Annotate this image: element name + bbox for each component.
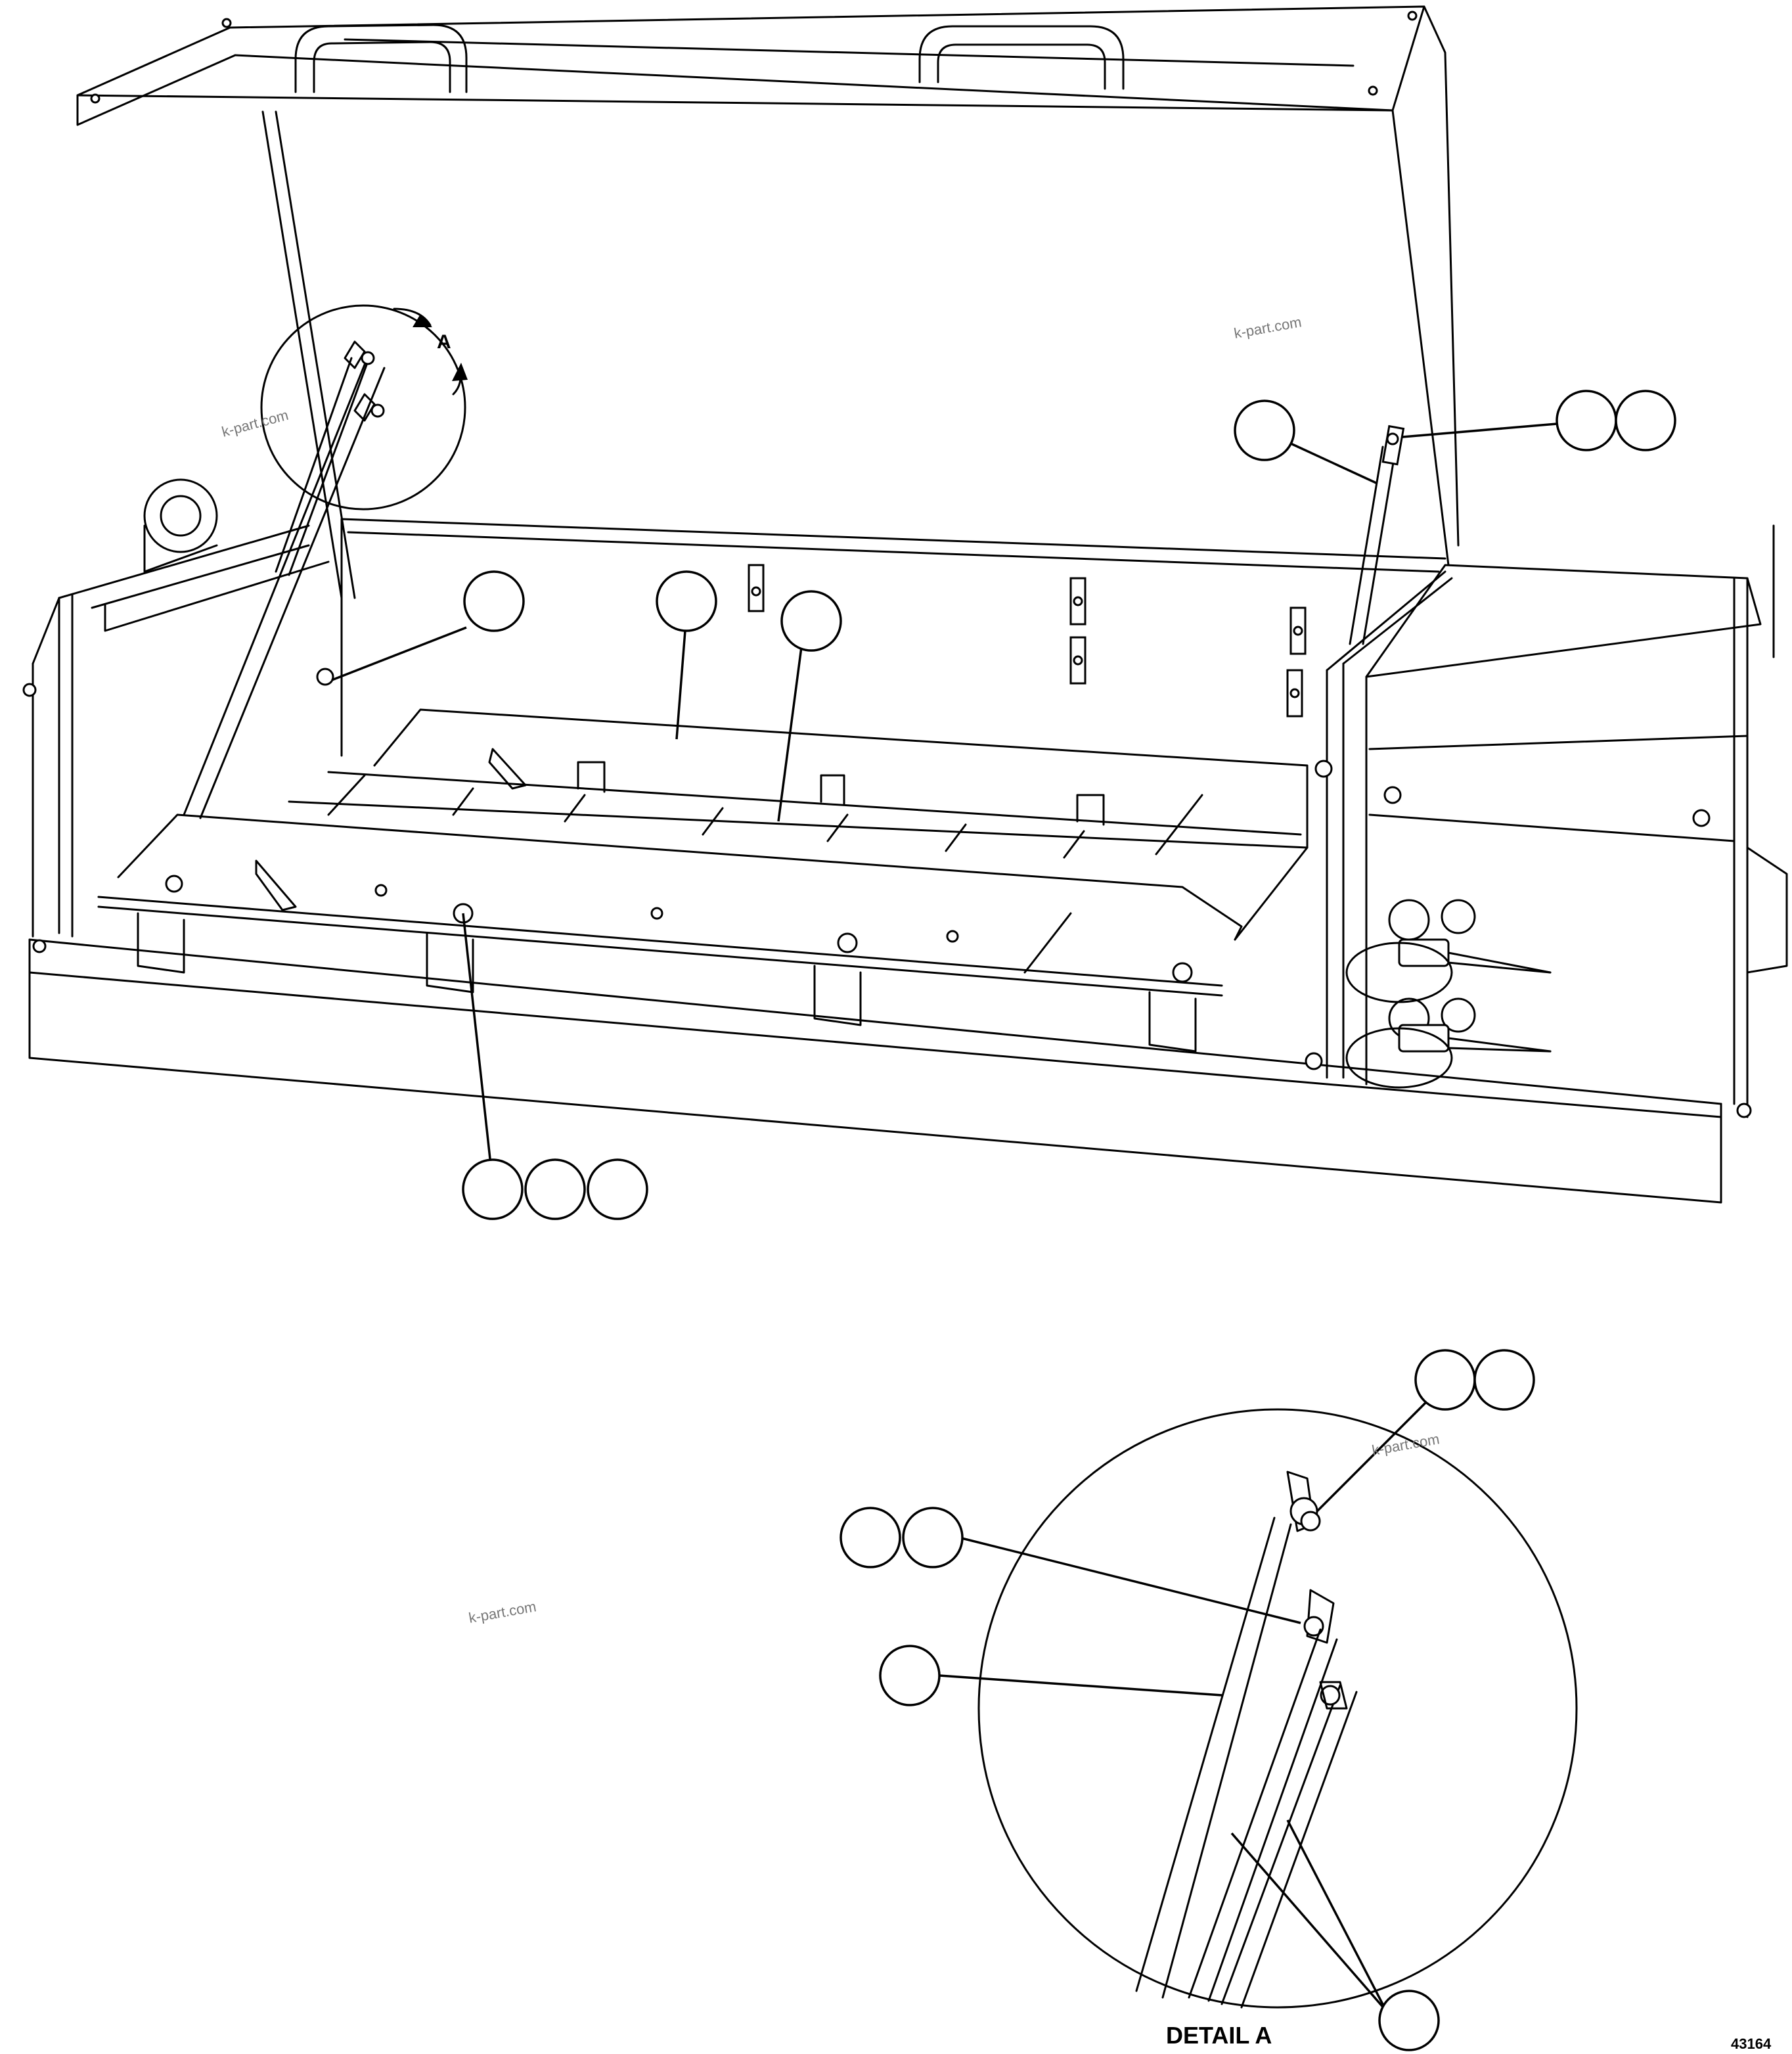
callout-balloon xyxy=(879,1645,941,1706)
main-leaders xyxy=(331,422,1557,1183)
lid-handle-right xyxy=(918,25,1125,90)
callout-balloon xyxy=(1234,399,1295,461)
callout-balloon xyxy=(1414,1349,1476,1411)
lifting-eye xyxy=(143,478,218,573)
watermark: k-part.com xyxy=(1371,1430,1441,1459)
callout-balloon xyxy=(1615,390,1676,451)
callout-balloon xyxy=(524,1158,586,1220)
callout-balloon xyxy=(902,1507,964,1568)
watermark: k-part.com xyxy=(1233,313,1303,342)
callout-balloon xyxy=(1473,1349,1535,1411)
lid-handle-left xyxy=(294,24,468,93)
watermark: k-part.com xyxy=(220,407,290,440)
main-callouts xyxy=(462,390,1676,1220)
watermark: k-part.com xyxy=(468,1598,538,1626)
callout-balloon xyxy=(656,570,717,632)
callout-balloon xyxy=(462,1158,524,1220)
detail-caption: DETAIL A xyxy=(1166,2022,1272,2049)
lid xyxy=(76,5,1460,566)
detail-a-view xyxy=(977,1408,1578,2009)
detail-callouts xyxy=(840,1349,1535,2051)
tool-tray xyxy=(97,708,1309,997)
detail-a-reference-circle xyxy=(260,304,468,511)
lock-pins xyxy=(1345,899,1552,1089)
gas-strut-right xyxy=(1349,424,1405,645)
tool-box-body xyxy=(22,518,1722,1204)
tray-support-brackets xyxy=(137,912,1197,1053)
callout-balloon xyxy=(840,1507,901,1568)
callout-balloon xyxy=(463,570,525,632)
detail-arrow-label: A xyxy=(437,331,451,353)
gas-strut-left xyxy=(183,110,386,819)
callout-balloon xyxy=(780,590,842,652)
right-compartment xyxy=(1305,524,1788,1118)
detail-leaders xyxy=(939,1398,1430,2012)
back-wall-brackets xyxy=(316,564,1307,718)
callout-balloon xyxy=(587,1158,648,1220)
callout-balloon xyxy=(1378,1990,1440,2051)
figure-number: 43164 xyxy=(1731,2036,1772,2052)
callout-balloon xyxy=(1556,390,1617,451)
